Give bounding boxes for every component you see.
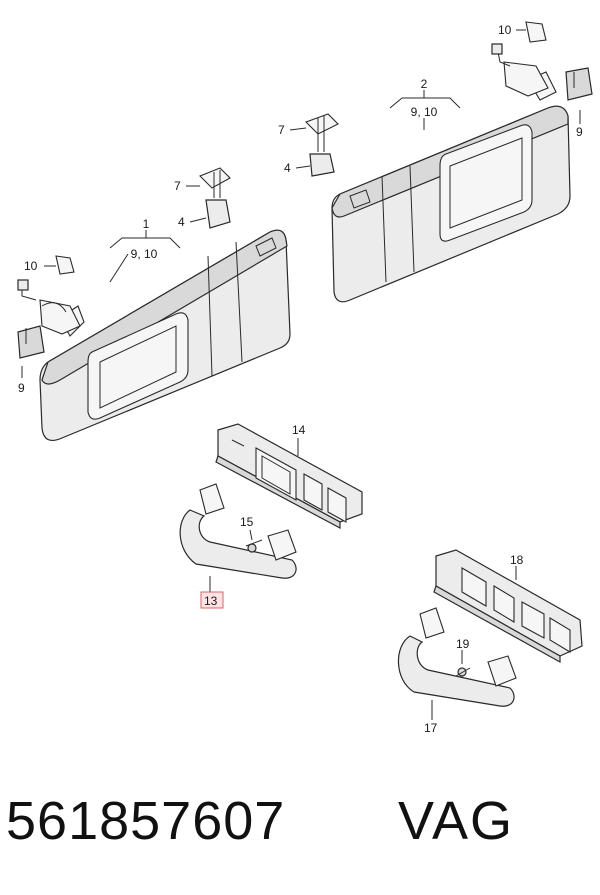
callout-15: 15: [240, 515, 254, 529]
callout-14: 14: [292, 423, 306, 437]
callout-leaders: [21, 29, 581, 720]
callout-1-sub: 9, 10: [131, 247, 158, 261]
visor-clip-center-left: [199, 167, 231, 229]
visor-mount-right: [491, 21, 593, 101]
callout-10-right: 10: [498, 23, 512, 37]
callout-13: 13: [204, 594, 218, 608]
callout-2-sub: 9, 10: [411, 105, 438, 119]
callout-9-right: 9: [576, 125, 583, 139]
callout-18: 18: [510, 553, 524, 567]
bracket-18: [433, 549, 583, 664]
callout-numbers: 1 9, 10 2 9, 10 10 10 7 7 4 4 9 9 14 15 …: [18, 23, 583, 735]
visor-clip-center-right: [305, 113, 339, 177]
grab-handle-17: [397, 607, 517, 707]
callout-4-right: 4: [284, 161, 291, 175]
callout-1: 1: [143, 217, 150, 231]
visor-mount-left: [17, 255, 81, 359]
part-number: 561857607: [6, 791, 286, 851]
callout-17: 17: [424, 721, 438, 735]
sun-visor-left: [39, 229, 291, 441]
callout-2: 2: [421, 77, 428, 91]
callout-13-highlight: [200, 591, 224, 609]
brand-label: VAG: [398, 791, 515, 851]
callout-7-left: 7: [174, 179, 181, 193]
grab-handle-13: [179, 483, 297, 579]
callout-9-left: 9: [18, 381, 25, 395]
callout-10-left: 10: [24, 259, 38, 273]
bracket-14: [215, 423, 363, 529]
callout-7-right: 7: [278, 123, 285, 137]
callout-4-left: 4: [178, 215, 185, 229]
callout-19: 19: [456, 637, 470, 651]
diagram-svg: 1 9, 10 2 9, 10 10 10 7 7 4 4 9 9 14 15 …: [17, 21, 593, 735]
sun-visor-right: [331, 71, 571, 303]
